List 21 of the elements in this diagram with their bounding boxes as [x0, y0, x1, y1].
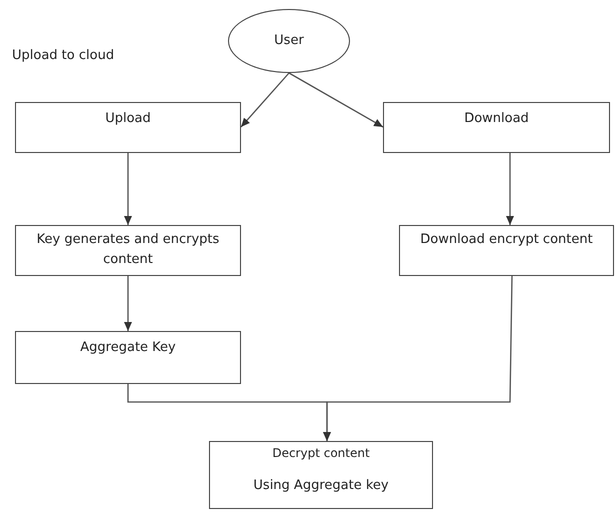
process-box: [209, 441, 433, 509]
node-text: Download encrypt content: [419, 231, 594, 249]
node-text: Decrypt content: [271, 445, 371, 462]
process-box: [15, 225, 241, 276]
arrow: [506, 153, 514, 225]
node-text: Upload: [104, 110, 152, 128]
arrow: [124, 276, 132, 331]
section-label: Upload to cloud: [12, 48, 114, 63]
arrow: [124, 153, 132, 225]
arrow: [240, 72, 290, 128]
process-box: [383, 102, 610, 153]
node-text: Aggregate Key: [79, 339, 177, 357]
process-box: [15, 331, 241, 384]
node-text: Key generates and encrypts content: [36, 231, 220, 268]
node-text: Using Aggregate key: [252, 477, 390, 495]
process-box: [15, 102, 241, 153]
arrow: [323, 276, 513, 441]
node-text: Download: [463, 110, 530, 128]
arrow: [288, 72, 384, 128]
process-box: [399, 225, 614, 276]
node-text: User: [273, 32, 305, 50]
